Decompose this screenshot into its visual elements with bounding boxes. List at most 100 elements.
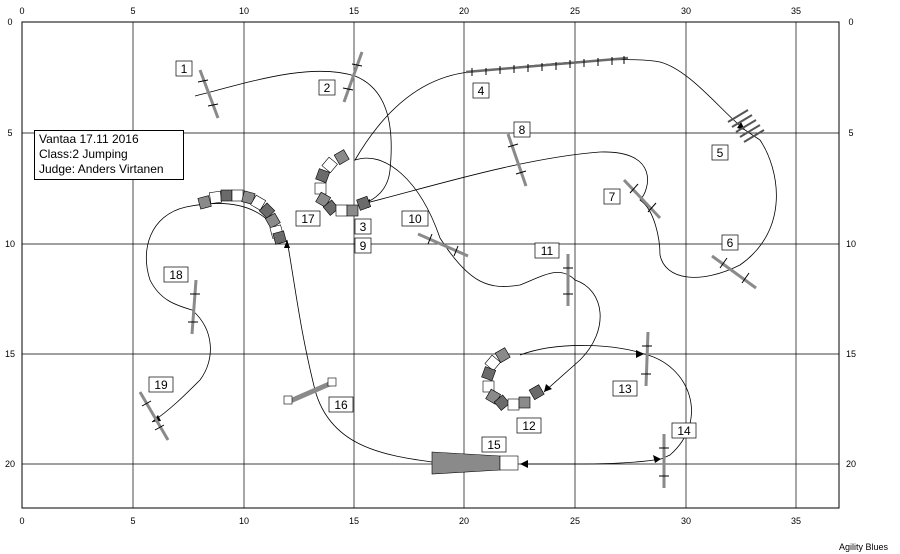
event-info-box: Vantaa 17.11 2016 Class:2 Jumping Judge:… xyxy=(34,130,184,180)
obstacle-label-17: 17 xyxy=(295,210,321,227)
jump-19 xyxy=(138,391,170,441)
x-tick: 35 xyxy=(791,6,801,16)
y-tick: 20 xyxy=(846,459,856,469)
obstacle-label-18: 18 xyxy=(163,266,189,283)
jump-8 xyxy=(506,133,528,187)
obstacle-number: 17 xyxy=(301,212,315,226)
y-tick: 5 xyxy=(7,128,12,138)
software-credit: Agility Blues xyxy=(838,542,888,552)
event-title: Vantaa 17.11 2016 xyxy=(39,132,139,146)
jump-6 xyxy=(711,254,757,290)
y-tick: 15 xyxy=(5,349,15,359)
jump-1 xyxy=(197,69,220,119)
obstacle-number: 3 xyxy=(360,220,367,234)
obstacle-number: 4 xyxy=(478,84,485,98)
obstacle-label-8: 8 xyxy=(513,121,531,138)
y-tick: 0 xyxy=(7,17,12,27)
x-tick: 5 xyxy=(130,6,135,16)
obstacle-label-3: 3 xyxy=(354,218,372,235)
obstacle-label-9: 9 xyxy=(354,237,372,254)
obstacle-label-12: 12 xyxy=(516,417,542,434)
obstacle-label-5: 5 xyxy=(711,144,729,161)
tunnel-3 xyxy=(314,149,372,217)
obstacle-label-6: 6 xyxy=(721,234,739,251)
y-axis-left: 0 5 10 15 20 xyxy=(5,17,15,469)
x-tick: 5 xyxy=(130,516,135,526)
obstacle-label-14: 14 xyxy=(671,422,697,439)
obstacle-labels: 1 2 3 4 5 6 7 8 9 10 11 12 13 14 15 16 1… xyxy=(148,60,739,453)
event-judge: Judge: Anders Virtanen xyxy=(39,162,164,176)
obstacle-label-10: 10 xyxy=(401,210,429,227)
obstacle-label-16: 16 xyxy=(328,396,354,413)
obstacle-number: 6 xyxy=(727,236,734,250)
x-tick: 10 xyxy=(239,6,249,16)
arrow-marker xyxy=(544,384,552,392)
x-axis-top: 0 5 10 15 20 25 30 35 xyxy=(19,6,801,16)
jump-10 xyxy=(417,232,469,258)
x-tick: 15 xyxy=(349,6,359,16)
jump-7 xyxy=(622,178,662,220)
obstacle-label-11: 11 xyxy=(534,242,560,259)
obstacle-label-13: 13 xyxy=(612,380,638,397)
tunnel-17 xyxy=(197,189,287,245)
arrow-marker xyxy=(520,460,528,468)
obstacle-number: 9 xyxy=(360,239,367,253)
field-border xyxy=(21,21,840,509)
cloth-tunnel-15 xyxy=(431,451,519,475)
obstacle-number: 13 xyxy=(618,382,632,396)
x-tick: 35 xyxy=(791,516,801,526)
x-axis-bottom: 0 5 10 15 20 25 30 35 xyxy=(19,516,801,526)
jump-2 xyxy=(342,51,364,103)
obstacle-label-19: 19 xyxy=(148,376,174,393)
y-axis-right: 0 5 10 15 20 xyxy=(846,17,856,469)
obstacle-number: 16 xyxy=(334,398,348,412)
event-class: Class:2 Jumping xyxy=(39,147,128,161)
obstacle-label-7: 7 xyxy=(603,188,621,205)
x-tick: 0 xyxy=(19,6,24,16)
obstacle-number: 18 xyxy=(169,268,183,282)
long-jump-5 xyxy=(727,109,765,143)
tunnel-12 xyxy=(481,347,545,411)
y-tick: 10 xyxy=(846,239,856,249)
weave-poles-4 xyxy=(465,56,629,76)
x-tick: 0 xyxy=(19,516,24,526)
x-tick: 20 xyxy=(459,6,469,16)
obstacle-number: 2 xyxy=(324,81,331,95)
grid xyxy=(22,22,839,508)
obstacle-number: 8 xyxy=(519,123,526,137)
y-tick: 10 xyxy=(5,239,15,249)
obstacle-number: 14 xyxy=(677,424,691,438)
x-tick: 10 xyxy=(239,516,249,526)
y-tick: 15 xyxy=(846,349,856,359)
course-path xyxy=(146,59,777,465)
path-arrows xyxy=(152,122,745,468)
y-tick: 0 xyxy=(848,17,853,27)
obstacle-number: 19 xyxy=(154,378,168,392)
obstacle-number: 15 xyxy=(487,438,501,452)
jump-13 xyxy=(641,331,652,387)
x-tick: 20 xyxy=(459,516,469,526)
obstacle-number: 1 xyxy=(181,62,188,76)
obstacle-label-2: 2 xyxy=(318,79,336,96)
obstacle-number: 5 xyxy=(717,146,724,160)
obstacle-number: 11 xyxy=(541,244,554,258)
obstacle-number: 10 xyxy=(408,212,422,226)
obstacle-number: 7 xyxy=(609,190,616,204)
y-tick: 5 xyxy=(848,128,853,138)
obstacle-label-1: 1 xyxy=(175,60,193,77)
jump-14 xyxy=(659,434,669,488)
obstacle-number: 12 xyxy=(522,419,536,433)
x-tick: 30 xyxy=(681,6,691,16)
obstacle-label-15: 15 xyxy=(481,436,507,453)
arrow-marker xyxy=(636,350,644,358)
obstacle-label-4: 4 xyxy=(472,82,490,99)
arrow-marker xyxy=(653,455,661,463)
x-tick: 25 xyxy=(570,6,580,16)
tyre-16 xyxy=(283,377,337,405)
jump-11 xyxy=(563,254,573,306)
arrow-marker xyxy=(284,240,290,248)
x-tick: 30 xyxy=(681,516,691,526)
jump-18 xyxy=(188,279,200,335)
x-tick: 25 xyxy=(570,516,580,526)
